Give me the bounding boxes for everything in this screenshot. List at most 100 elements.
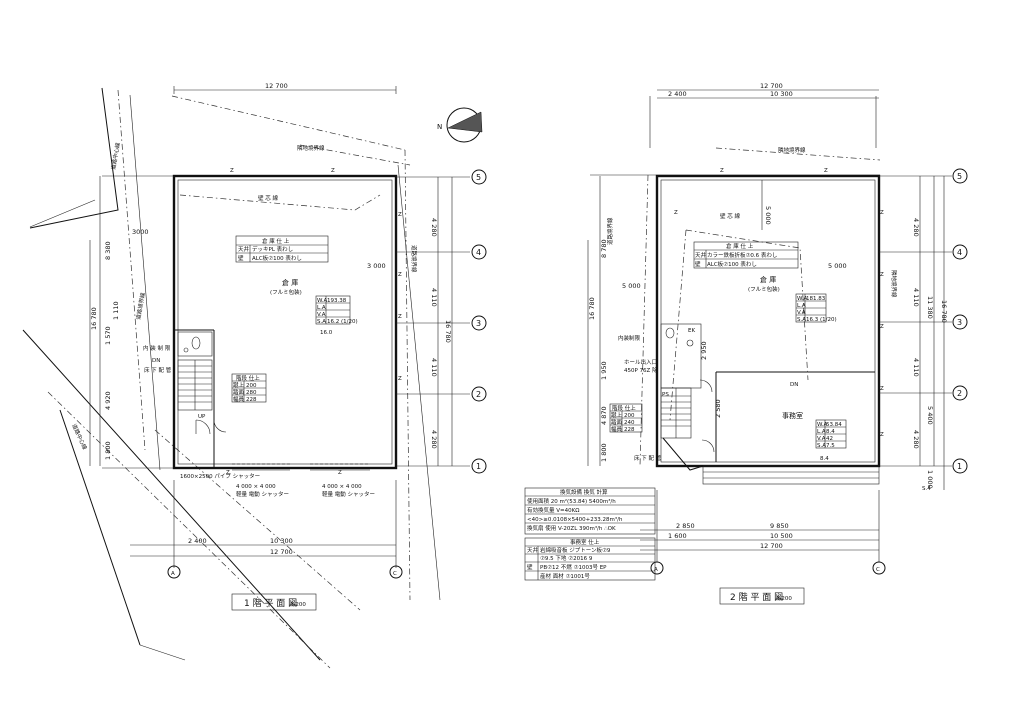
- f2-dim-inner-b: 5 000: [622, 282, 641, 290]
- f2-dim-right-c: 4 110: [912, 358, 920, 377]
- svg-text:A: A: [171, 571, 175, 577]
- f2-note-underfloor: 床 下 配 管: [634, 454, 662, 462]
- svg-text:Z: Z: [398, 272, 402, 278]
- svg-text:2 階 平 面 図: 2 階 平 面 図: [730, 592, 783, 603]
- floor1-axis-a: A: [167, 565, 181, 579]
- floor2-axis-c: C: [872, 561, 886, 575]
- svg-text:C: C: [393, 571, 397, 577]
- f1-stair-table: 階段 仕上 蹴上 200 踏面 280 幅員 228: [231, 373, 267, 403]
- f2-note-ratio: S.4: [922, 486, 931, 492]
- f1-label-north-road: 道路境界線: [410, 245, 418, 273]
- svg-text:W.A: W.A: [817, 422, 828, 428]
- f2-label-setback: 隣地境界線: [890, 270, 898, 298]
- floor1-axis-3: 3: [471, 315, 487, 331]
- svg-text:L.A: L.A: [797, 303, 806, 309]
- svg-text:3: 3: [476, 319, 481, 328]
- floor2-axis-a: A: [650, 561, 664, 575]
- floor2-axis-4: 4: [952, 244, 968, 260]
- svg-text:Z: Z: [824, 168, 828, 174]
- svg-text:1: 1: [476, 462, 481, 471]
- svg-text:Z: Z: [338, 470, 342, 476]
- floor2-axis-3: 3: [952, 314, 968, 330]
- svg-text:カラー鉄板折板⑦0.6 表わし: カラー鉄板折板⑦0.6 表わし: [707, 251, 777, 259]
- svg-text:V.A: V.A: [817, 436, 826, 442]
- svg-text:V.A: V.A: [317, 312, 326, 318]
- svg-text:階段 仕上: 階段 仕上: [612, 404, 636, 412]
- svg-text:240: 240: [624, 420, 635, 426]
- svg-text:181.83: 181.83: [806, 296, 826, 302]
- f1-note-underfloor: 床 下 配 管: [144, 366, 172, 374]
- f1-note-door: 1600×2500 パイプ シャッター: [180, 472, 260, 480]
- floor1-axis-2: 2: [471, 386, 487, 402]
- svg-text:53.84: 53.84: [826, 422, 842, 428]
- svg-text:岩綿吸音板 ジプトーン板⑦9: 岩綿吸音板 ジプトーン板⑦9: [540, 546, 611, 554]
- f1-dim-bottom-total: 12 700: [270, 548, 293, 556]
- svg-text:4: 4: [476, 248, 481, 257]
- f2-room-sub: (フルミ包装): [748, 285, 780, 293]
- f2-title-block: 2 階 平 面 図 S/200: [719, 587, 805, 605]
- svg-text:踏面: 踏面: [233, 388, 245, 396]
- f1-title-block: 1 階 平 面 図 S/200: [231, 593, 317, 611]
- f2-dim-top-total: 12 700: [760, 82, 783, 90]
- f2-stair-treads: [661, 388, 691, 438]
- svg-text:V.A: V.A: [797, 310, 806, 316]
- f2-dim-bottom-b: 9 850: [770, 522, 789, 530]
- svg-text:デッキPL 表わし: デッキPL 表わし: [252, 245, 293, 253]
- svg-text:5: 5: [476, 173, 481, 182]
- f1-label-road-line: 道路境界線: [134, 291, 147, 320]
- f2-dim-right-total: 16 780: [940, 300, 948, 323]
- floor1-plan: N: [22, 82, 487, 669]
- floor2-axis-1: 1: [952, 458, 968, 474]
- svg-text:Z: Z: [880, 386, 884, 392]
- svg-text:2: 2: [476, 390, 481, 399]
- floor2-axis-5: 5: [952, 168, 968, 184]
- f2-note-ek: EK: [688, 328, 695, 334]
- floor1-axis-4: 4: [471, 244, 487, 260]
- svg-text:S/200: S/200: [290, 602, 306, 608]
- f1-note-interior: 内 装 制 限: [143, 344, 171, 352]
- f2-dim-top-left: 2 400: [668, 90, 687, 98]
- north-arrow-icon: N: [437, 107, 483, 143]
- f2-stair-table: 階段 仕上 蹴上 200 踏面 240 幅員 228: [609, 403, 643, 433]
- f1-dim-left-c: 1 800: [104, 441, 112, 460]
- svg-text:W.A: W.A: [317, 298, 328, 304]
- f2-dim-right-a: 4 280: [912, 218, 920, 237]
- svg-text:天井: 天井: [527, 546, 539, 554]
- stair-treads: [178, 360, 212, 410]
- f1-room-name: 倉 庫: [282, 278, 298, 287]
- f2-note-interior: 内装制限: [618, 334, 641, 342]
- svg-text:換気扇 使用 V-20ZL 390m³/h ∴OK: 換気扇 使用 V-20ZL 390m³/h ∴OK: [527, 524, 616, 532]
- f1-dim-left-b: 4 920: [104, 391, 112, 410]
- f1-label-wall-line: 壁 芯 線: [258, 194, 278, 202]
- f2-dim-inner-c: 2 950: [700, 341, 708, 360]
- f2-dim-left-a: 8 780: [600, 239, 608, 258]
- f1-note-shutter1: 4 000 × 4 000: [236, 484, 276, 490]
- f1-dim-bottom-left: 2 400: [188, 537, 207, 545]
- svg-text:有効換気量 V=40KΩ: 有効換気量 V=40KΩ: [527, 506, 579, 514]
- f1-dim-diag-b: 3 000: [367, 262, 386, 270]
- svg-text:N: N: [437, 123, 442, 131]
- svg-text:幅員: 幅員: [611, 425, 623, 433]
- f2-dim-bottom-a: 2 850: [676, 522, 695, 530]
- f1-note-shutter2b: 軽量 電動 シャッター: [322, 490, 375, 498]
- f1-dim-top-total: 12 700: [265, 82, 288, 90]
- svg-text:踏面: 踏面: [611, 418, 623, 426]
- svg-text:16.3 (1/20): 16.3 (1/20): [806, 317, 837, 323]
- f1-dim-left-total: 16 780: [90, 307, 98, 330]
- f2-dim-bottom-total: 12 700: [760, 542, 783, 550]
- f2-finish-table: 倉 庫 仕 上 天井 カラー鉄板折板⑦0.6 表わし 壁 ALC板⑦100 表わ…: [693, 241, 799, 269]
- svg-text:事務室 仕上: 事務室 仕上: [570, 538, 600, 546]
- svg-text:L.A: L.A: [817, 429, 826, 435]
- svg-text:壁: 壁: [527, 563, 533, 571]
- svg-text:⑦9.5 下地 ⑦2016 9: ⑦9.5 下地 ⑦2016 9: [540, 554, 593, 562]
- f1-dim-left-d: 1 570: [104, 326, 112, 345]
- f2-note-dn: DN: [790, 382, 798, 388]
- svg-text:4: 4: [957, 248, 962, 257]
- svg-text:S.A: S.A: [317, 319, 326, 325]
- svg-text:228: 228: [624, 427, 635, 433]
- svg-text:228: 228: [246, 397, 257, 403]
